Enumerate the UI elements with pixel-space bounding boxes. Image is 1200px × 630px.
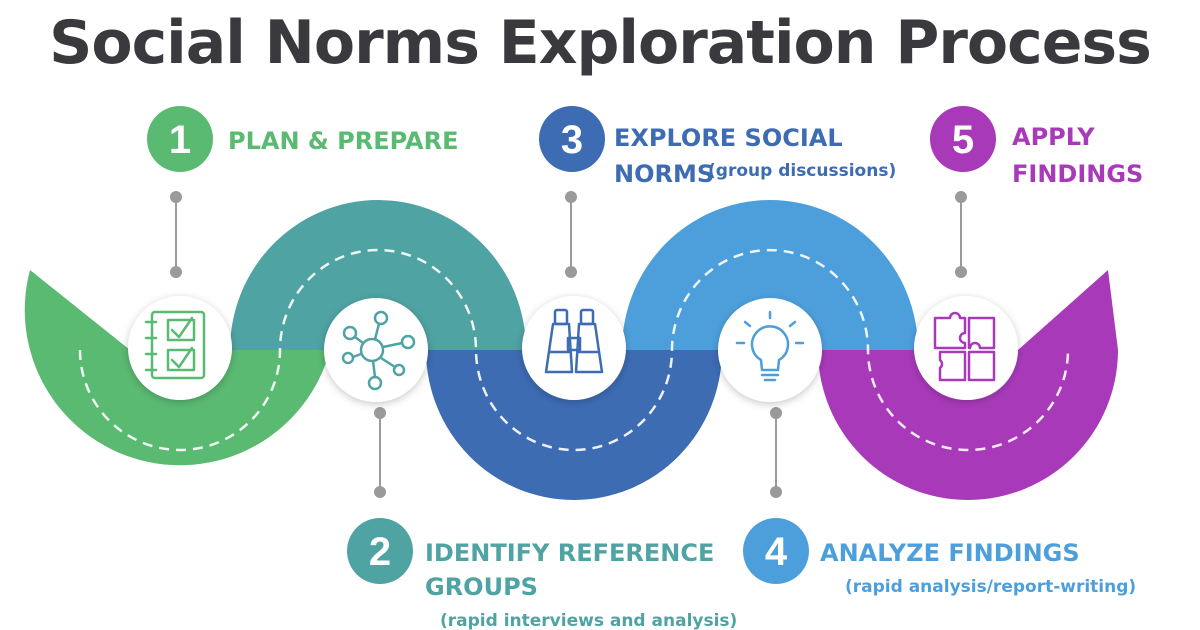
step-3-number: 3: [561, 118, 583, 162]
page-title: Social Norms Exploration Process: [49, 8, 1152, 78]
step-2-title-line-2: GROUPS: [425, 573, 538, 601]
checklist-icon: [144, 310, 206, 380]
step-2-note: (rapid interviews and analysis): [440, 611, 737, 630]
wave-segment-3: [426, 350, 722, 500]
step-2-title-line-1: IDENTIFY REFERENCE: [425, 539, 714, 567]
step-4-number: 4: [765, 530, 788, 574]
step-2-number: 2: [369, 530, 391, 574]
step-3-badge: [539, 106, 605, 172]
wave-segment-2: [230, 200, 526, 350]
network-icon: [341, 310, 416, 391]
step-1-title: PLAN & PREPARE: [228, 127, 458, 155]
wave-segment-5: [818, 270, 1118, 500]
puzzle-icon: [933, 311, 996, 382]
binoculars-icon: [544, 308, 604, 374]
step-3-note: (group discussions): [708, 161, 896, 181]
step-1-badge: [147, 106, 213, 172]
step-4-badge: [743, 518, 809, 584]
step-2-badge: [347, 518, 413, 584]
step-5-number: 5: [952, 118, 974, 162]
wave-segment-4: [622, 200, 918, 350]
step-5-title-line-1: APPLY: [1012, 123, 1095, 151]
step-4-title: ANALYZE FINDINGS: [820, 539, 1080, 567]
step-3-title-line-2: NORMS: [614, 160, 714, 188]
step-3-title-line-1: EXPLORE SOCIAL: [614, 124, 843, 152]
connectors: [170, 191, 967, 498]
lightbulb-icon: [735, 310, 805, 382]
step-badges: [147, 106, 996, 584]
step-4-note: (rapid analysis/report-writing): [845, 577, 1136, 597]
step-5-badge: [930, 106, 996, 172]
step-1-number: 1: [169, 118, 191, 162]
step-5-title-line-2: FINDINGS: [1012, 160, 1143, 188]
